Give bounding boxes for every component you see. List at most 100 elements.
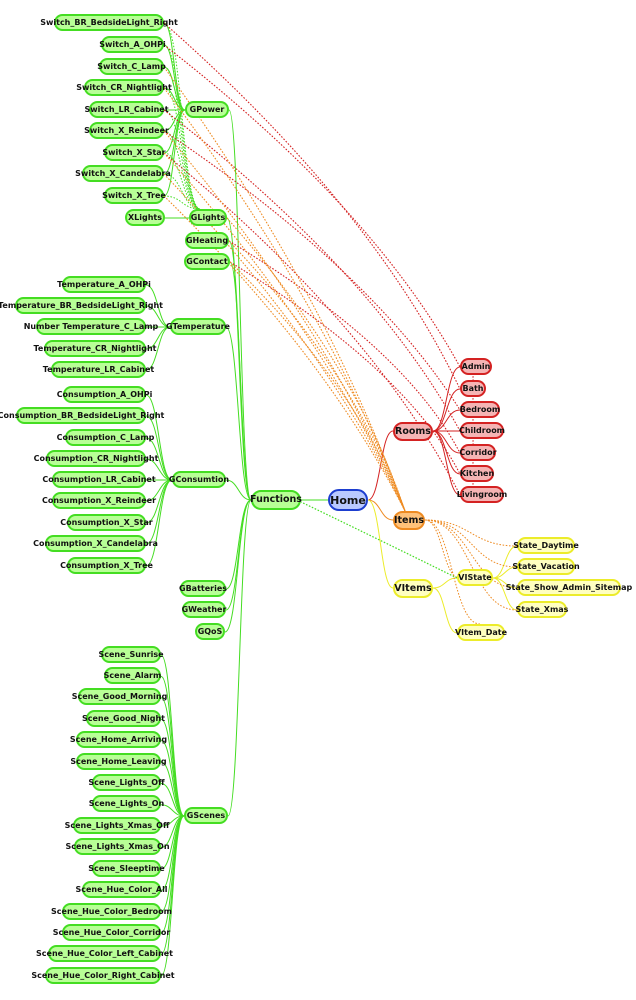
node-scene[interactable]: Scene_Hue_Color_Right_Cabinet bbox=[31, 967, 175, 984]
node-home[interactable]: Home bbox=[328, 489, 368, 511]
node-gconsumption[interactable]: GConsumtion bbox=[169, 471, 229, 488]
node-state[interactable]: State_Vacation bbox=[512, 558, 580, 575]
edge-vistate-functions bbox=[300, 501, 458, 579]
edge-gscenes bbox=[160, 718, 185, 817]
edge-group-items bbox=[163, 66, 406, 512]
edge-gpower-switch bbox=[163, 22, 186, 111]
node-consumption[interactable]: Consumption_CR_Nightlight bbox=[34, 450, 158, 467]
edge-group-functions bbox=[225, 499, 252, 611]
edge-gscenes bbox=[160, 815, 185, 934]
node-scene[interactable]: Scene_Home_Leaving bbox=[70, 753, 167, 770]
node-gbatteries[interactable]: GBatteries bbox=[179, 580, 227, 597]
node-items[interactable]: Items bbox=[393, 511, 425, 530]
edge-group-functions bbox=[225, 499, 252, 590]
node-scene[interactable]: Scene_Lights_Xmas_Off bbox=[65, 817, 169, 834]
edge-rooms-room bbox=[432, 430, 461, 496]
node-switch[interactable]: Switch_X_Star bbox=[102, 144, 166, 161]
node-switch[interactable]: Switch_LR_Cabinet bbox=[84, 101, 169, 118]
node-gcontact[interactable]: GContact bbox=[184, 253, 230, 270]
node-gweather[interactable]: GWeather bbox=[182, 601, 226, 618]
node-gscenes[interactable]: GScenes bbox=[184, 807, 228, 824]
node-temperature[interactable]: Temperature_A_OHPi bbox=[57, 276, 151, 293]
edge-group-functions bbox=[225, 479, 252, 501]
edge-home-items bbox=[367, 499, 394, 521]
edge-switch-room bbox=[163, 130, 461, 411]
edge-group-functions bbox=[228, 240, 252, 501]
node-scene[interactable]: Scene_Lights_On bbox=[89, 795, 164, 812]
edge-group-functions bbox=[226, 217, 252, 501]
node-consumption[interactable]: Consumption_X_Reindeer bbox=[42, 492, 156, 509]
node-switch[interactable]: Switch_BR_BedsideLight_Right bbox=[40, 14, 178, 31]
node-glights[interactable]: GLights bbox=[189, 209, 227, 226]
edge-switch-glights bbox=[163, 195, 201, 210]
edge-vitems-date bbox=[432, 587, 458, 634]
edge-switch-glights bbox=[163, 44, 201, 210]
edge-switch-glights bbox=[163, 109, 201, 210]
node-scene[interactable]: Scene_Sunrise bbox=[98, 646, 164, 663]
edge-group-items bbox=[226, 217, 406, 512]
edge-home-vitems bbox=[367, 499, 394, 589]
edge-rooms-room bbox=[432, 409, 461, 432]
node-room[interactable]: Bedroom bbox=[460, 401, 500, 418]
edge-group-functions bbox=[224, 499, 252, 633]
node-temperature[interactable]: Temperature_BR_BedsideLight_Right bbox=[0, 297, 163, 314]
edge-group-functions bbox=[229, 261, 252, 501]
node-vistate[interactable]: VIState bbox=[457, 569, 493, 586]
node-consumption[interactable]: Consumption_X_Star bbox=[60, 514, 153, 531]
node-consumption[interactable]: Consumption_A_OHPi bbox=[57, 386, 152, 403]
node-scene[interactable]: Scene_Lights_Off bbox=[88, 774, 165, 791]
node-gqos[interactable]: GQoS bbox=[195, 623, 225, 640]
node-switch[interactable]: Switch_C_Lamp bbox=[97, 58, 166, 75]
node-temperature[interactable]: Temperature_CR_Nightlight bbox=[34, 340, 157, 357]
node-consumption[interactable]: Consumption_X_Tree bbox=[60, 557, 153, 574]
node-rooms[interactable]: Rooms bbox=[393, 422, 433, 441]
node-switch[interactable]: Switch_X_Tree bbox=[102, 187, 166, 204]
node-scene[interactable]: Scene_Good_Morning bbox=[72, 688, 167, 705]
node-scene[interactable]: Scene_Lights_Xmas_On bbox=[65, 838, 170, 855]
node-temperature[interactable]: Temperature_LR_Cabinet bbox=[43, 361, 154, 378]
node-scene[interactable]: Scene_Good_Night bbox=[82, 710, 165, 727]
node-consumption[interactable]: Consumption_BR_BedsideLight_Right bbox=[0, 407, 164, 424]
node-consumption[interactable]: Consumption_LR_Cabinet bbox=[42, 471, 156, 488]
node-gtemperature[interactable]: GTemperature bbox=[166, 318, 230, 335]
node-state[interactable]: State_Daytime bbox=[513, 537, 579, 554]
edge-rooms-room bbox=[432, 388, 461, 432]
node-gheating[interactable]: GHeating bbox=[185, 232, 229, 249]
edge-items-link bbox=[424, 519, 461, 579]
node-consumption[interactable]: Consumption_X_Candelabra bbox=[33, 535, 158, 552]
node-switch[interactable]: Switch_A_OHPi bbox=[99, 36, 166, 53]
edge-items-link bbox=[424, 519, 518, 611]
node-switch[interactable]: Switch_X_Reindeer bbox=[84, 122, 169, 139]
node-temperature[interactable]: Number Temperature_C_Lamp bbox=[24, 318, 158, 335]
node-scene[interactable]: Scene_Alarm bbox=[104, 667, 161, 684]
node-scene[interactable]: Scene_Hue_Color_Left_Cabinet bbox=[36, 945, 173, 962]
edge-group-items bbox=[229, 261, 406, 512]
node-vitem-date[interactable]: VItem_Date bbox=[455, 624, 507, 641]
node-functions[interactable]: Functions bbox=[250, 490, 302, 510]
node-xlights[interactable]: XLights bbox=[125, 209, 165, 226]
edge-gscenes bbox=[160, 804, 185, 817]
node-room[interactable]: Corridor bbox=[459, 444, 497, 461]
node-scene[interactable]: Scene_Hue_Color_Corridor bbox=[53, 924, 170, 941]
node-switch[interactable]: Switch_CR_Nightlight bbox=[76, 79, 172, 96]
node-room[interactable]: Livingroom bbox=[457, 486, 507, 503]
node-gpower[interactable]: GPower bbox=[185, 101, 229, 118]
node-consumption[interactable]: Consumption_C_Lamp bbox=[57, 429, 154, 446]
node-scene[interactable]: Scene_Hue_Color_All bbox=[75, 881, 168, 898]
node-scene[interactable]: Scene_Home_Arriving bbox=[70, 731, 167, 748]
edge-switch-room bbox=[229, 261, 461, 475]
node-room[interactable]: Childroom bbox=[459, 422, 505, 439]
node-scene[interactable]: Scene_Sleeptime bbox=[88, 860, 165, 877]
node-state[interactable]: State_Xmas bbox=[516, 601, 568, 618]
edge-gpower-switch bbox=[163, 109, 186, 197]
node-room[interactable]: Kitchen bbox=[460, 465, 494, 482]
edge-vitems-vistate bbox=[432, 577, 458, 589]
node-vitems[interactable]: VItems bbox=[393, 579, 433, 598]
node-room[interactable]: Bath bbox=[460, 380, 486, 397]
node-switch[interactable]: Switch_X_Candelabra bbox=[75, 165, 171, 182]
node-scene[interactable]: Scene_Hue_Color_Bedroom bbox=[51, 903, 172, 920]
node-state[interactable]: State_Show_Admin_Sitemap bbox=[506, 579, 632, 596]
edge-group-functions bbox=[225, 326, 252, 501]
node-room[interactable]: Admin bbox=[460, 358, 492, 375]
